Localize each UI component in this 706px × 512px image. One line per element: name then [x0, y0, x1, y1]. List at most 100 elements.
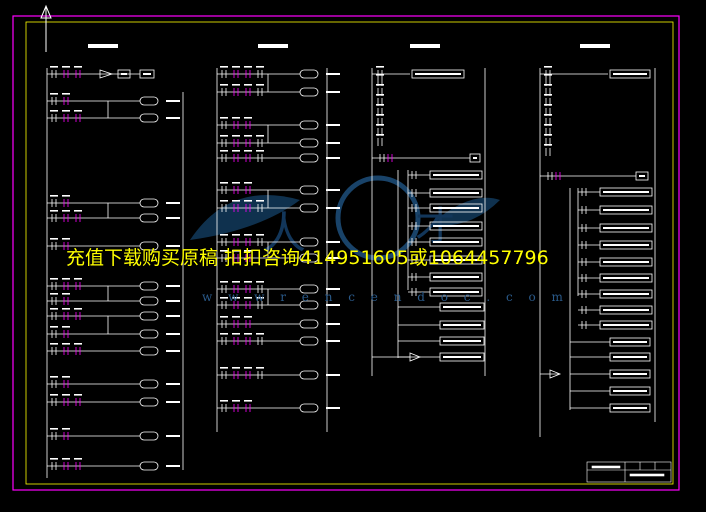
coil-label [326, 340, 340, 342]
contact-tag [256, 281, 264, 283]
coil-label [326, 304, 340, 306]
contact-tag [62, 66, 70, 68]
contact-tag [256, 84, 264, 86]
function-box [599, 240, 653, 250]
coil [139, 379, 159, 389]
contact-tag [244, 135, 252, 137]
coil-label [326, 142, 340, 144]
contact-tag [232, 182, 240, 184]
contact-tag [544, 66, 552, 68]
contact-tag [50, 278, 58, 280]
contact-tag [544, 114, 552, 116]
contact-tag [62, 195, 70, 197]
contact-tag [74, 308, 82, 310]
contact-tag [220, 333, 228, 335]
contact-tag [62, 278, 70, 280]
contact-tag [244, 367, 252, 369]
function-box-text [639, 175, 645, 177]
coil [299, 237, 319, 247]
coil [139, 397, 159, 407]
function-box-text [603, 244, 649, 246]
contact-tag [244, 297, 252, 299]
contact-tag [62, 343, 70, 345]
contact-tag [74, 394, 82, 396]
coil [139, 113, 159, 123]
contact-tag [232, 200, 240, 202]
coil-label [326, 91, 340, 93]
contact-tag [232, 150, 240, 152]
column-titles [88, 44, 610, 48]
function-box [609, 386, 651, 396]
coil-label [166, 350, 180, 352]
function-box-text [603, 309, 649, 311]
contact-tag [220, 182, 228, 184]
contact-tag [220, 117, 228, 119]
coil-label [166, 383, 180, 385]
contact-tag [244, 234, 252, 236]
function-box-text [603, 261, 649, 263]
coil-label [326, 73, 340, 75]
function-box-text [433, 225, 479, 227]
contact-tag [232, 117, 240, 119]
contact-tag [62, 428, 70, 430]
coil-label [166, 117, 180, 119]
contact-tag [244, 182, 252, 184]
coil-label [166, 217, 180, 219]
contact-tag [74, 278, 82, 280]
contact-tag [232, 400, 240, 402]
coil-label [326, 288, 340, 290]
contact-tag [232, 316, 240, 318]
function-box-text [121, 73, 127, 75]
contact-tag [256, 200, 264, 202]
contact-tag [544, 84, 552, 86]
function-box-text [443, 324, 481, 326]
function-box-text [433, 174, 479, 176]
contact-tag [74, 66, 82, 68]
contact-tag [376, 114, 384, 116]
function-box-text [433, 276, 479, 278]
function-box-text [613, 373, 647, 375]
function-box [439, 320, 485, 330]
coil-label [166, 245, 180, 247]
outer-frame [12, 15, 680, 491]
contact-tag [50, 376, 58, 378]
coil-label [326, 241, 340, 243]
contact-tag [220, 250, 228, 252]
function-box-text [603, 209, 649, 211]
svg-text:人: 人 [262, 208, 306, 259]
function-box [599, 320, 653, 330]
contact-tag [220, 66, 228, 68]
contact-tag [244, 117, 252, 119]
function-box [609, 69, 651, 79]
contact-tag [50, 66, 58, 68]
contact-tag [220, 150, 228, 152]
contact-tag [220, 281, 228, 283]
contact-tag [244, 66, 252, 68]
coil [299, 370, 319, 380]
contact-tag [376, 66, 384, 68]
contact-tag [256, 367, 264, 369]
contact-tag [50, 110, 58, 112]
contact-tag [232, 66, 240, 68]
function-box [117, 69, 131, 79]
contact-tag [544, 104, 552, 106]
contact-tag [50, 394, 58, 396]
contact-tag [232, 250, 240, 252]
function-box [429, 255, 483, 265]
coil [299, 153, 319, 163]
coil-label [166, 333, 180, 335]
coil [299, 87, 319, 97]
function-box [429, 287, 483, 297]
function-box [609, 337, 651, 347]
contact-tag [244, 200, 252, 202]
coil-label [166, 100, 180, 102]
column-2-title [258, 44, 288, 48]
contact-tag [62, 458, 70, 460]
arrow-up-icon [40, 4, 52, 52]
coil [139, 431, 159, 441]
contact-tag [62, 238, 70, 240]
contact-tag [50, 293, 58, 295]
contact-tag [376, 74, 384, 76]
coil [299, 253, 319, 263]
